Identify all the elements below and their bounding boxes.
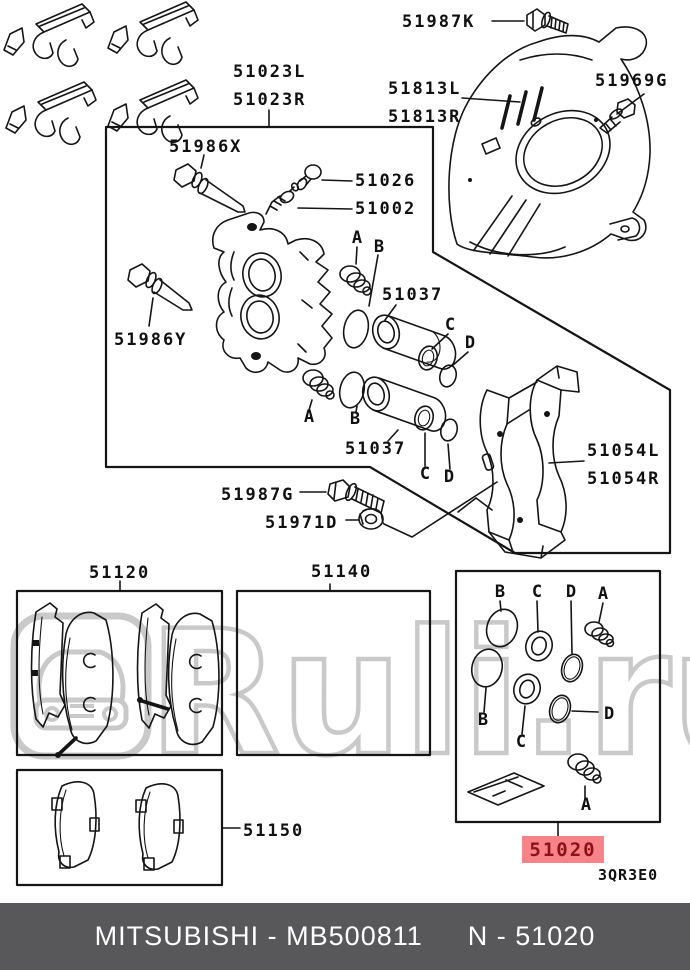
label-51037-bottom: 51037 bbox=[345, 439, 406, 459]
bracket-51054-drawing bbox=[457, 365, 580, 559]
label-51037-top: 51037 bbox=[382, 285, 443, 305]
seal-b-bottom-drawing bbox=[338, 371, 366, 409]
clip-kit-box bbox=[235, 589, 432, 757]
callout-a-bottom: A bbox=[304, 407, 314, 427]
label-51971D: 51971D bbox=[265, 513, 338, 533]
pad-clips-drawing bbox=[3, 1, 199, 146]
label-51026: 51026 bbox=[355, 171, 416, 191]
label-51002: 51002 bbox=[355, 199, 416, 219]
brake-pads-drawing bbox=[30, 602, 220, 758]
seal-c-top-drawing bbox=[417, 345, 439, 371]
callout-c-kit-bottom: C bbox=[516, 732, 526, 752]
bleeder-51002-drawing bbox=[265, 182, 300, 215]
pad-shims-drawing bbox=[51, 781, 184, 871]
callout-d-kit-bottom: D bbox=[604, 704, 614, 724]
ring-d-top-drawing bbox=[438, 364, 458, 388]
piston-lower-drawing bbox=[361, 376, 447, 432]
footer-bar: MITSUBISHI - MB500811 N - 51020 bbox=[0, 903, 690, 970]
repair-kit-contents-drawing bbox=[467, 608, 615, 806]
label-51150: 51150 bbox=[243, 821, 304, 841]
caliper-assembly-box bbox=[104, 125, 672, 555]
seal-c-bottom-drawing bbox=[413, 405, 435, 431]
label-51969G: 51969G bbox=[595, 71, 668, 91]
footer-brand-part: MITSUBISHI - MB500811 bbox=[94, 921, 423, 951]
label-51023R: 51023R bbox=[233, 90, 306, 110]
highlight-51020 bbox=[522, 836, 604, 863]
label-51140: 51140 bbox=[311, 562, 372, 582]
label-51054R: 51054R bbox=[587, 469, 660, 489]
callout-a-top: A bbox=[352, 228, 362, 248]
guide-pin-51986Y-drawing bbox=[127, 263, 193, 311]
label-51813R: 51813R bbox=[388, 107, 461, 127]
callout-b-bottom: B bbox=[350, 409, 360, 429]
callout-c-top: C bbox=[445, 315, 455, 335]
footer-ref-number: N - 51020 bbox=[467, 921, 596, 951]
label-51023L: 51023L bbox=[233, 62, 306, 82]
label-51987K: 51987K bbox=[402, 12, 475, 32]
label-51120: 51120 bbox=[89, 563, 150, 583]
bolt-51987K-drawing bbox=[526, 8, 569, 34]
callout-d-kit-top: D bbox=[566, 582, 576, 602]
label-51986X: 51986X bbox=[169, 137, 242, 157]
label-51813L: 51813L bbox=[388, 79, 461, 99]
callout-b-kit-top: B bbox=[495, 582, 505, 602]
ring-d-bottom-drawing bbox=[439, 418, 459, 442]
callout-d-top: D bbox=[465, 333, 475, 353]
pad-kit-box bbox=[15, 589, 224, 757]
callout-c-kit-top: C bbox=[532, 582, 542, 602]
seal-b-top-drawing bbox=[342, 309, 370, 349]
shim-kit-box bbox=[15, 768, 224, 887]
label-51054L: 51054L bbox=[587, 441, 660, 461]
callout-b-top: B bbox=[374, 237, 384, 257]
callout-a-kit-bottom: A bbox=[581, 795, 591, 815]
guide-pin-51986X-drawing bbox=[173, 163, 246, 213]
cap-51026-drawing bbox=[296, 164, 322, 191]
boot-a-top-drawing bbox=[339, 265, 372, 296]
boot-a-bottom-drawing bbox=[302, 369, 335, 400]
nut-51971D-drawing bbox=[358, 507, 384, 530]
callout-d-bottom: D bbox=[444, 467, 454, 487]
diagram-code: 3QR3E0 bbox=[598, 866, 658, 884]
callout-b-kit-bottom: B bbox=[478, 710, 488, 730]
diagram-canvas: 51987K 51813L 51813R 51969G bbox=[3, 1, 672, 887]
callout-a-kit-top: A bbox=[598, 584, 608, 604]
bolt-51987G-drawing bbox=[327, 479, 385, 514]
piston-upper-drawing bbox=[371, 314, 457, 370]
label-51987G: 51987G bbox=[221, 485, 294, 505]
label-51020: 51020 bbox=[529, 839, 596, 861]
label-51986Y: 51986Y bbox=[114, 330, 187, 350]
caliper-body-drawing bbox=[212, 211, 333, 374]
callout-c-bottom: C bbox=[420, 464, 430, 484]
splash-shield-drawing bbox=[448, 26, 651, 259]
